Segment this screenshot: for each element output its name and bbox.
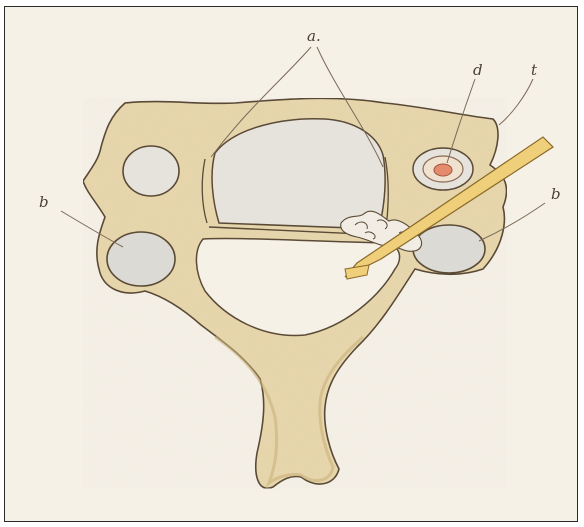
vessel-lumen — [434, 164, 452, 176]
label-b-left: b — [39, 195, 49, 210]
vertebra-illustration — [5, 7, 578, 522]
foramen-lower-right — [413, 225, 485, 273]
label-b-right: b — [551, 187, 561, 202]
leader-t — [499, 79, 533, 125]
foramen-upper-left — [123, 146, 179, 196]
body-cavity — [212, 119, 385, 229]
foramen-lower-left — [107, 232, 175, 286]
label-a: a. — [307, 29, 321, 44]
label-d: d — [473, 63, 483, 78]
figure-frame: a. d t b b — [4, 6, 578, 522]
label-t: t — [531, 63, 537, 78]
